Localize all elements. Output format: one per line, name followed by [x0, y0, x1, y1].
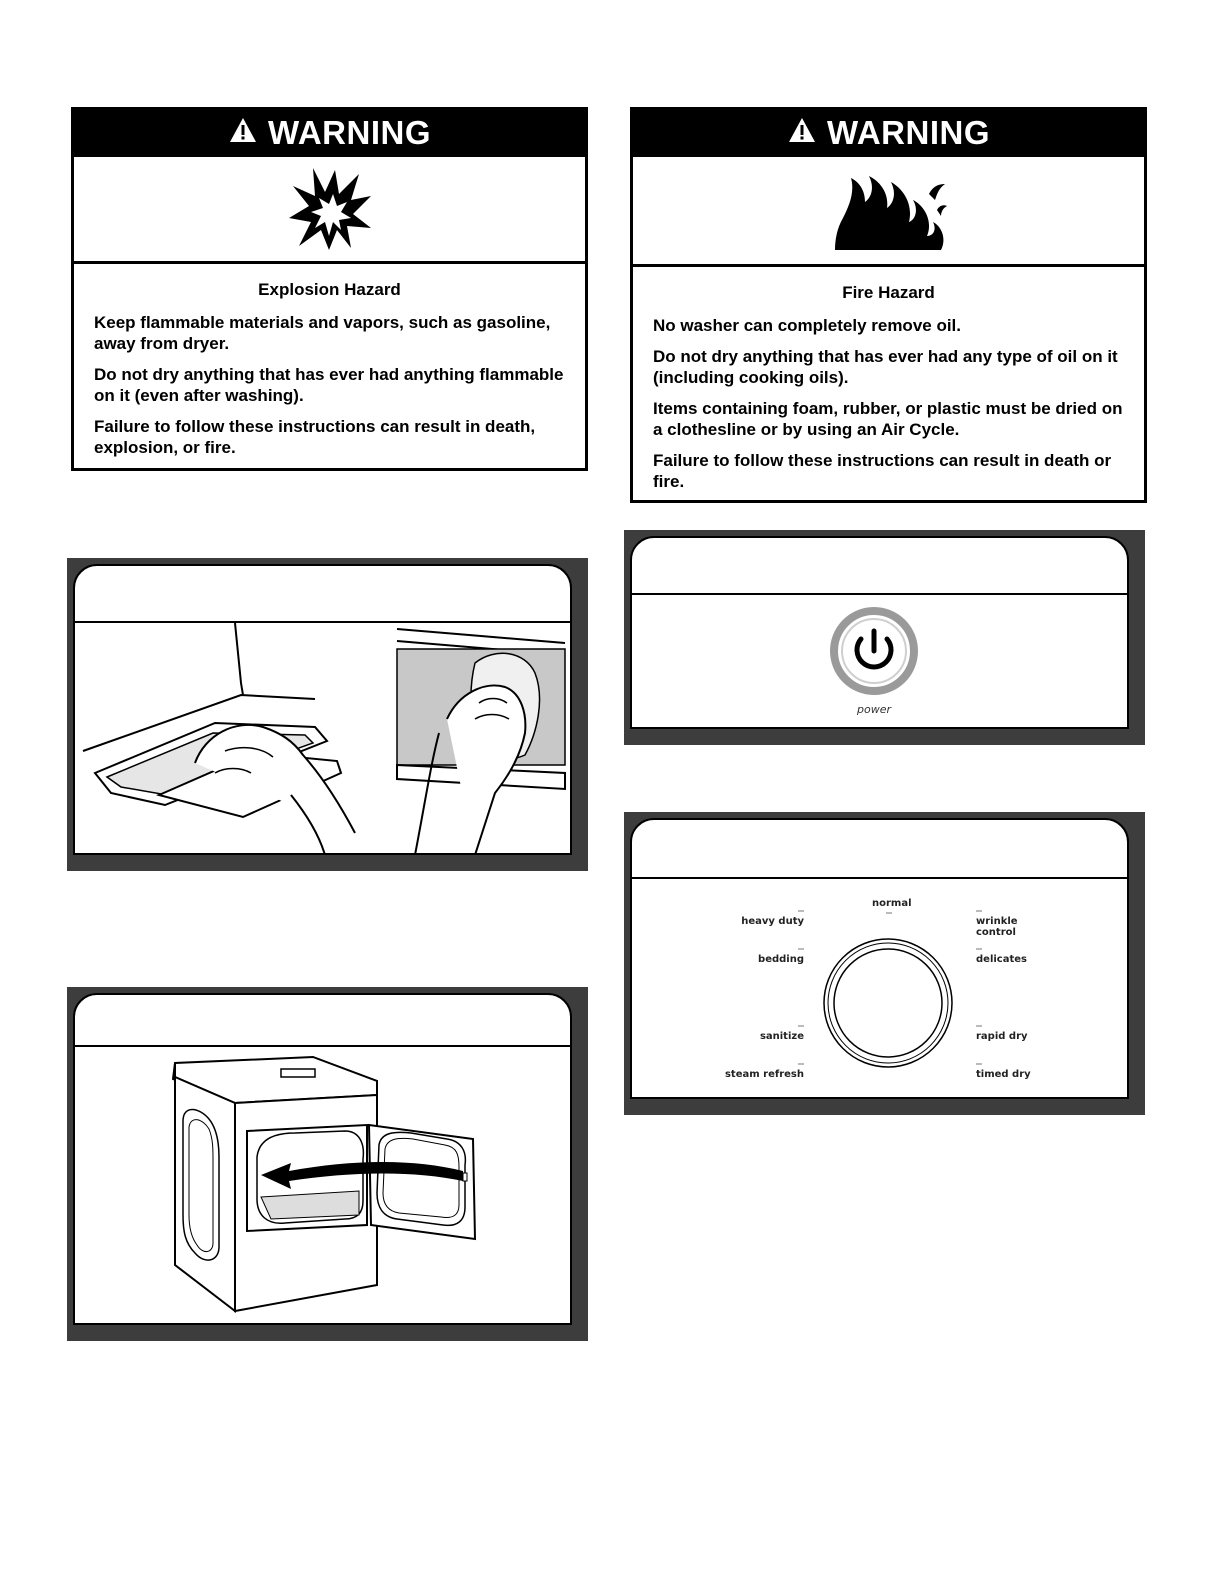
dryer-door-closing-illustration — [75, 1047, 570, 1323]
cycle-indicator — [976, 910, 982, 912]
panel-header-bar — [75, 566, 570, 623]
warning-line: Do not dry anything that has ever had an… — [94, 365, 564, 405]
hazard-title: Fire Hazard — [842, 283, 935, 302]
cycle-option-heavy-duty[interactable]: heavy duty — [741, 916, 804, 927]
cycle-indicator — [976, 1063, 982, 1065]
cycle-indicator — [798, 1025, 804, 1027]
warning-header: WARNING — [633, 110, 1144, 156]
fire-warning-box: WARNING Fire Hazard No washer can comple… — [630, 107, 1147, 503]
warning-header-text: WARNING — [268, 114, 431, 151]
explosion-icon — [74, 156, 585, 264]
cycle-indicator — [798, 948, 804, 950]
cycle-option-timed-dry[interactable]: timed dry — [976, 1069, 1031, 1080]
cycle-option-normal[interactable]: normal — [872, 898, 912, 909]
power-icon — [830, 607, 918, 695]
power-label: power — [857, 703, 891, 716]
panel-header-bar — [632, 820, 1127, 879]
cycle-indicator — [976, 1025, 982, 1027]
cycle-knob[interactable] — [822, 937, 954, 1069]
panel-header-bar — [632, 538, 1127, 595]
cycle-option-label: wrinkle — [976, 916, 1018, 927]
warning-line: Failure to follow these instructions can… — [94, 417, 536, 457]
cycle-indicator — [798, 1063, 804, 1065]
cycle-indicator — [886, 912, 892, 914]
warning-line: Keep flammable materials and vapors, suc… — [94, 313, 551, 353]
cycle-control-area: normal heavy duty bedding sanitize steam… — [632, 879, 1127, 1097]
cycle-indicator — [798, 910, 804, 912]
power-control-area: power — [632, 595, 1127, 727]
fire-icon — [633, 156, 1144, 267]
cycle-option-rapid-dry[interactable]: rapid dry — [976, 1031, 1028, 1042]
lint-screen-cleaning-illustration — [75, 622, 570, 853]
dryer-door-panel — [67, 987, 588, 1341]
warning-line: Do not dry anything that has ever had an… — [653, 347, 1118, 387]
warning-triangle-icon — [787, 114, 817, 152]
panel-header-bar — [75, 995, 570, 1047]
cycle-option-delicates[interactable]: delicates — [976, 954, 1027, 965]
cycle-option-bedding[interactable]: bedding — [758, 954, 804, 965]
warning-line: Failure to follow these instructions can… — [653, 451, 1112, 491]
cycle-option-wrinkle-control[interactable]: wrinkle control — [976, 916, 1018, 938]
power-panel: power — [624, 530, 1145, 745]
warning-line: No washer can completely remove oil. — [653, 316, 962, 335]
warning-triangle-icon — [228, 114, 258, 152]
cycle-option-steam-refresh[interactable]: steam refresh — [724, 1069, 804, 1080]
warning-header-text: WARNING — [827, 114, 990, 151]
explosion-warning-box: WARNING Explosion Hazard Keep flammable … — [71, 107, 588, 471]
lint-screen-panel — [67, 558, 588, 871]
cycle-indicator — [976, 948, 982, 950]
hazard-title: Explosion Hazard — [258, 280, 401, 299]
power-button[interactable] — [828, 605, 920, 697]
cycle-panel: normal heavy duty bedding sanitize steam… — [624, 812, 1145, 1115]
warning-header: WARNING — [74, 110, 585, 156]
warning-line: Items containing foam, rubber, or plasti… — [653, 399, 1123, 439]
cycle-option-label: control — [976, 927, 1016, 938]
knob-icon — [823, 938, 953, 1068]
cycle-option-sanitize[interactable]: sanitize — [759, 1031, 804, 1042]
